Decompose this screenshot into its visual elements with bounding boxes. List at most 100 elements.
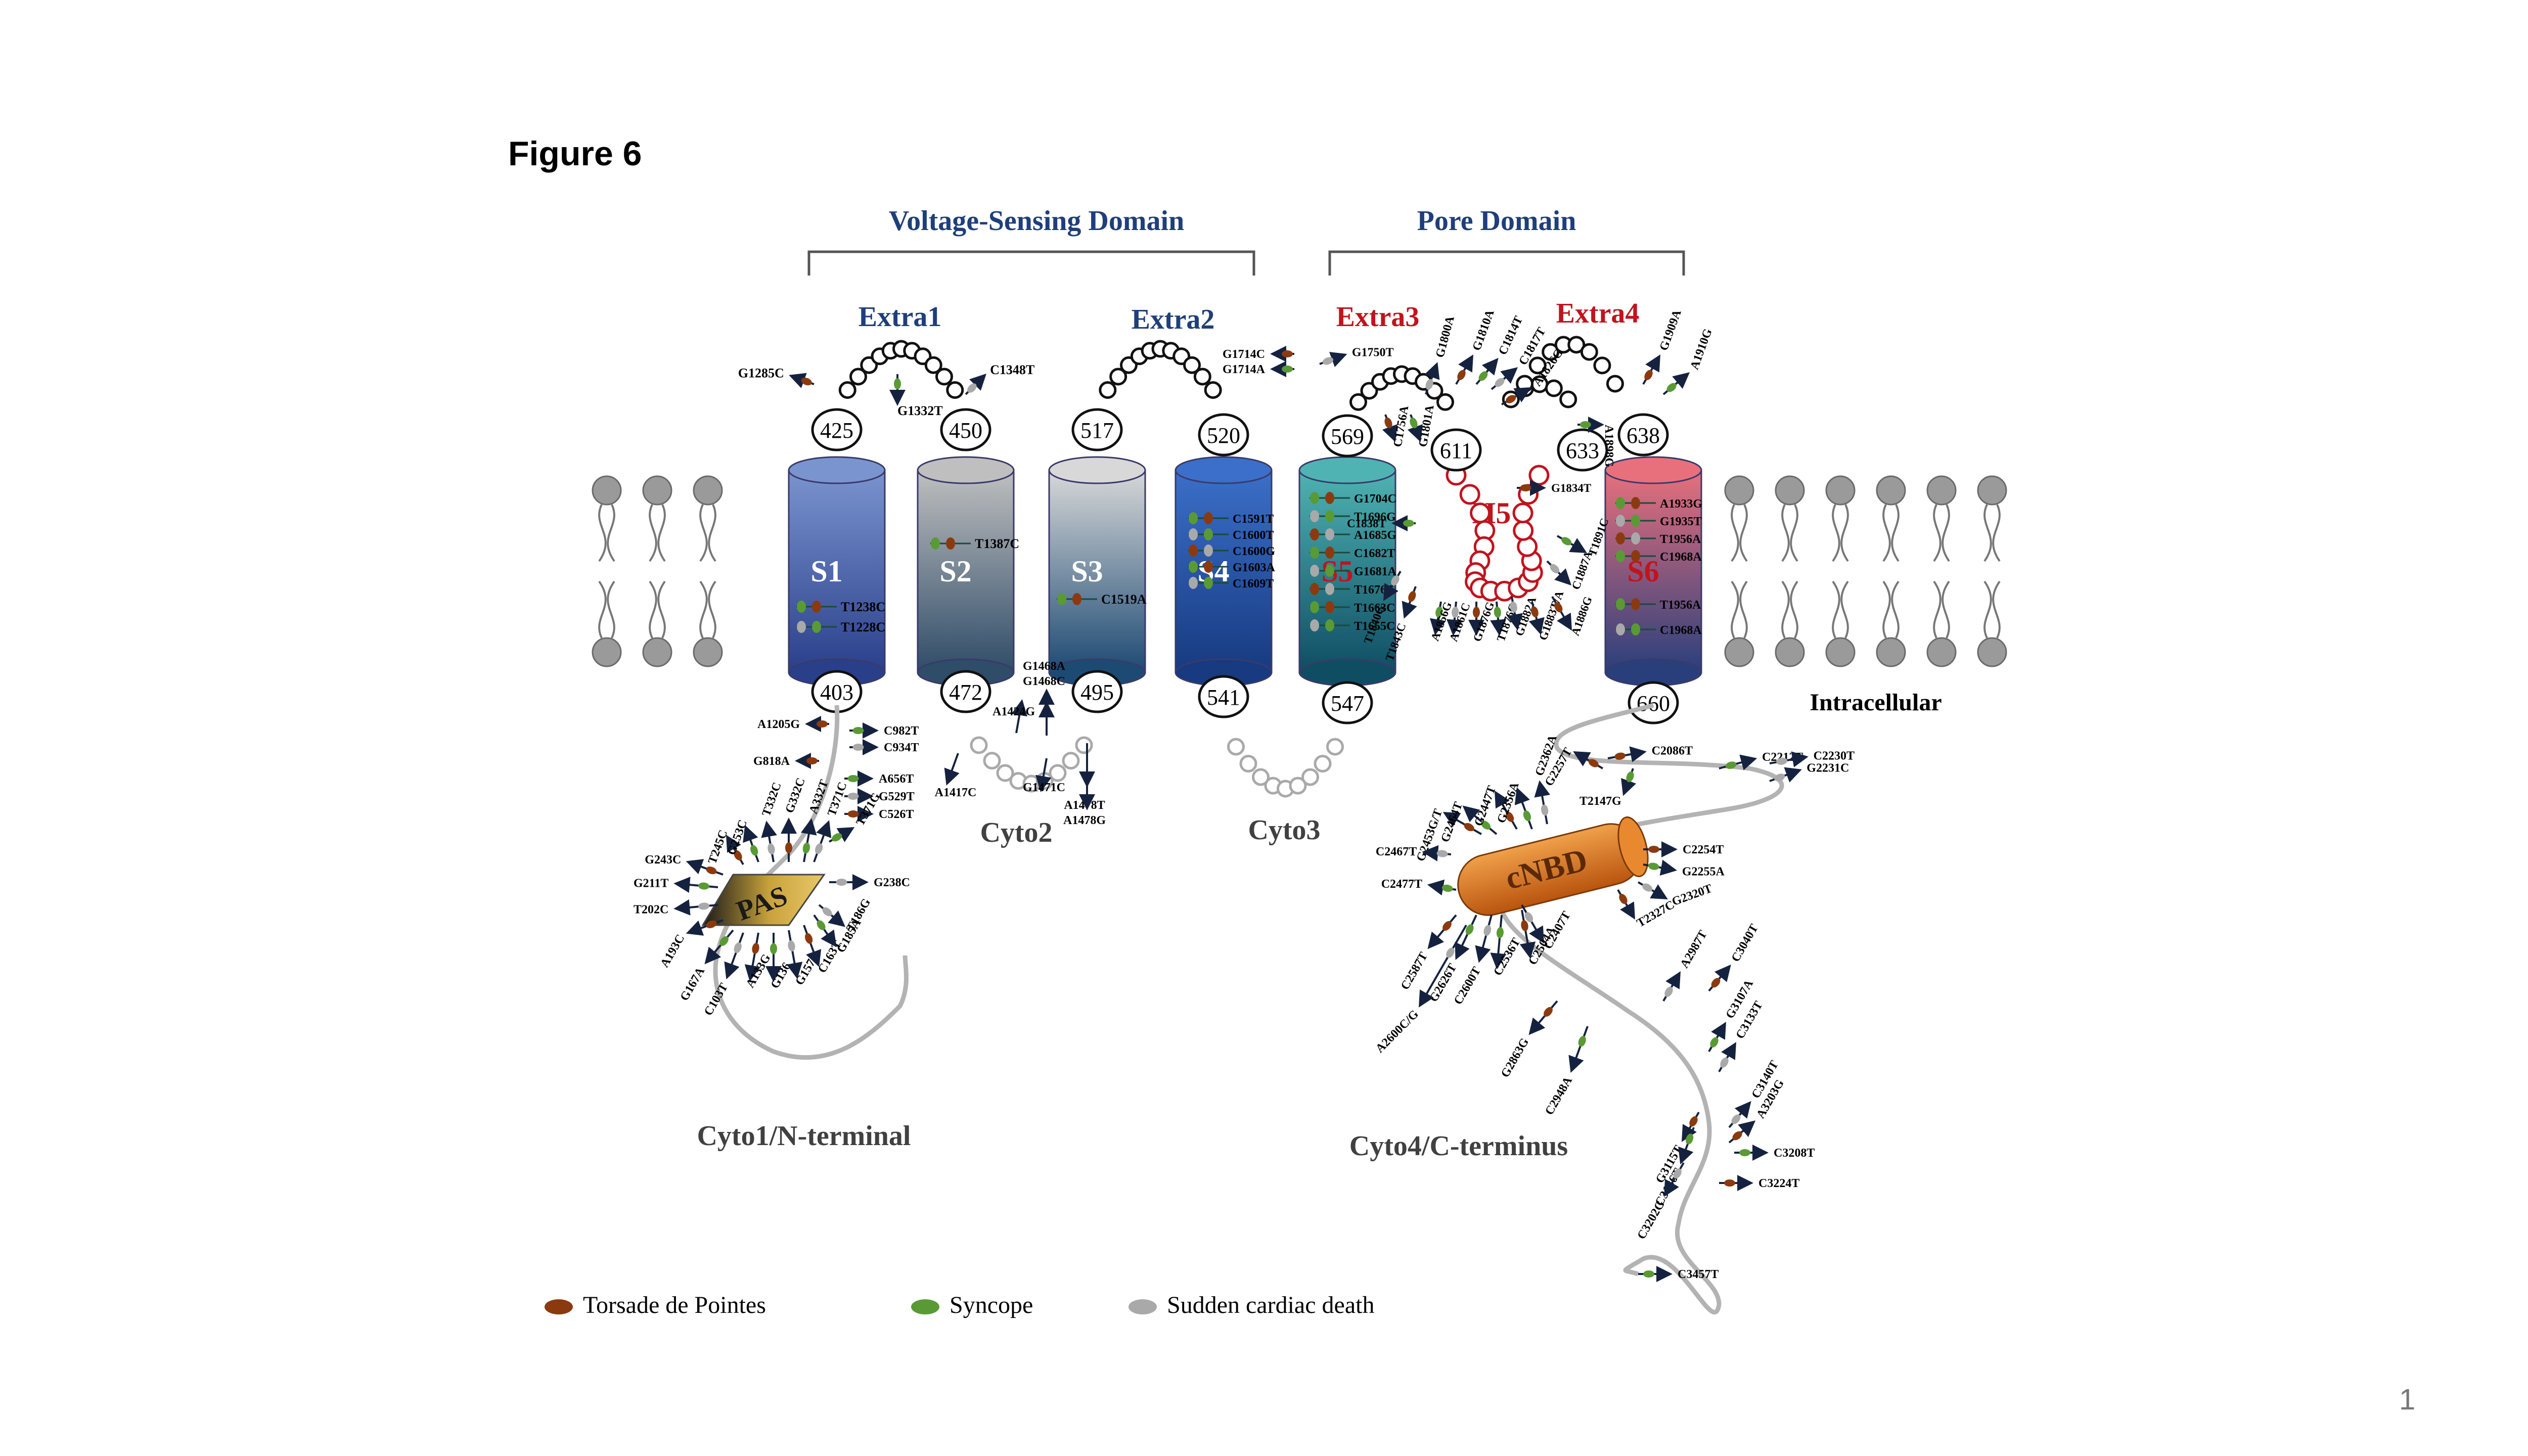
lipid-head — [1977, 475, 2007, 506]
lipid-tail — [1882, 580, 1891, 639]
cyto3-residue — [1252, 768, 1270, 786]
phenotype-dot — [1483, 925, 1492, 936]
mutation-label: A193C — [658, 932, 688, 970]
mutation-arrow — [1528, 1000, 1558, 1035]
mutation-arrow — [744, 932, 761, 982]
mutation-label: G1468A — [1023, 660, 1066, 673]
mutation-label: G1285C — [738, 366, 784, 380]
mutation-label: G1750T — [1352, 346, 1394, 359]
mutation-label: G2447T — [1472, 784, 1499, 828]
cyto3-residue — [1239, 755, 1257, 773]
lipid-head — [693, 637, 723, 667]
lipid-head — [1926, 475, 1957, 506]
phenotype-dot — [1473, 607, 1480, 618]
phenotype-dot — [1541, 804, 1549, 816]
residue-circle — [940, 670, 991, 713]
mutation-label: C2536T — [1491, 936, 1523, 978]
mutation-label: G529T — [879, 790, 915, 803]
mutation-label: T2327C — [1635, 898, 1677, 930]
mutation-label: C1682T — [1354, 547, 1395, 560]
mutation-label: G2255A — [1682, 866, 1725, 879]
segment-label: S2 — [939, 555, 971, 588]
phenotype-dot — [1204, 561, 1213, 573]
lipid-head — [1775, 637, 1805, 667]
lipid-head — [1825, 475, 1856, 506]
phenotype-dot — [815, 843, 823, 854]
legend-label: Sudden cardiac death — [1167, 1292, 1374, 1318]
mutation-arrow — [1475, 915, 1493, 963]
mutation-arrow — [724, 932, 744, 980]
phenotype-dot — [1204, 512, 1213, 524]
mutation-label: G1883T/A — [1537, 589, 1566, 642]
phenotype-dot — [1189, 512, 1198, 524]
mutation-arrow — [1494, 790, 1518, 830]
phenotype-dot — [894, 378, 901, 390]
lipid-head — [1724, 637, 1754, 667]
mutation-label: T1238C — [841, 600, 885, 614]
mutation-arrow — [1455, 915, 1477, 960]
phenotype-dot — [1457, 370, 1466, 380]
cyto1-label: Cyto1/N-terminal — [697, 1120, 911, 1152]
mutation-label: G818A — [753, 755, 790, 768]
loop-residue — [1606, 375, 1624, 393]
mutation-label: A1478T — [1064, 799, 1105, 812]
lipid-tail — [598, 580, 607, 639]
residue-number: 611 — [1440, 438, 1472, 463]
lipid-tail — [699, 580, 708, 639]
pore-loop-residue — [1512, 503, 1533, 524]
residue-number: 569 — [1331, 424, 1364, 449]
phenotype-dot — [1673, 1168, 1682, 1179]
phenotype-dot — [1554, 602, 1563, 613]
phenotype-dot — [706, 920, 717, 928]
phenotype-dot — [1204, 577, 1213, 589]
residue-circle — [1198, 675, 1249, 718]
loop-residue — [1559, 390, 1577, 408]
pore-domain-label: Pore Domain — [1417, 205, 1576, 237]
lipid-tail — [708, 580, 716, 639]
cyto2-residue — [983, 752, 1001, 770]
residue-number: 450 — [949, 418, 982, 443]
residue-circle — [1617, 413, 1669, 457]
phenotype-dot — [1631, 550, 1640, 562]
mutation-label: A656T — [879, 772, 914, 786]
phenotype-dot — [1310, 583, 1319, 595]
loop-residue — [1183, 356, 1201, 374]
mutation-label: G1681A — [1354, 565, 1397, 578]
loop-residue — [1542, 343, 1560, 361]
phenotype-dot — [1616, 550, 1625, 562]
lipid-tail — [1781, 504, 1790, 562]
phenotype-dot — [1204, 528, 1213, 540]
phenotype-dot — [822, 907, 832, 917]
phenotype-dot — [1711, 978, 1721, 988]
mutation-label: A1417C — [935, 786, 977, 799]
mutation-label: G1834T — [1551, 482, 1591, 494]
loop-residue — [1580, 343, 1598, 361]
lipid-tail — [1731, 580, 1739, 639]
mutation-label: C1591T — [1233, 513, 1274, 526]
n-terminal-strand — [713, 705, 909, 1060]
phenotype-dot — [1631, 623, 1640, 635]
lipid-tail — [1731, 504, 1739, 562]
pore-loop-residue — [1513, 520, 1534, 541]
mutation-label: A1910G — [1688, 327, 1714, 372]
phenotype-dot — [1506, 395, 1516, 403]
mutation-arrow — [673, 877, 718, 893]
phenotype-dot — [1644, 370, 1653, 380]
mutation-label: A1478G — [1063, 814, 1106, 827]
mutation-label: C1600T — [1233, 529, 1274, 542]
phenotype-dot — [1189, 561, 1198, 573]
lipid-tail — [1781, 580, 1790, 639]
loop-residue — [1436, 393, 1454, 411]
phenotype-dot — [1616, 497, 1625, 509]
mutation-arrow — [1427, 914, 1457, 949]
phenotype-dot — [788, 940, 795, 951]
mutation-label: C1609T — [1233, 577, 1274, 590]
lipid-head — [1724, 475, 1754, 506]
mutation-label: G1876G — [1471, 600, 1497, 644]
lipid-tail — [1942, 580, 1950, 639]
mutation-label: T1956A — [1660, 533, 1701, 546]
phenotype-dot — [812, 621, 821, 633]
phenotype-dot — [797, 621, 806, 633]
